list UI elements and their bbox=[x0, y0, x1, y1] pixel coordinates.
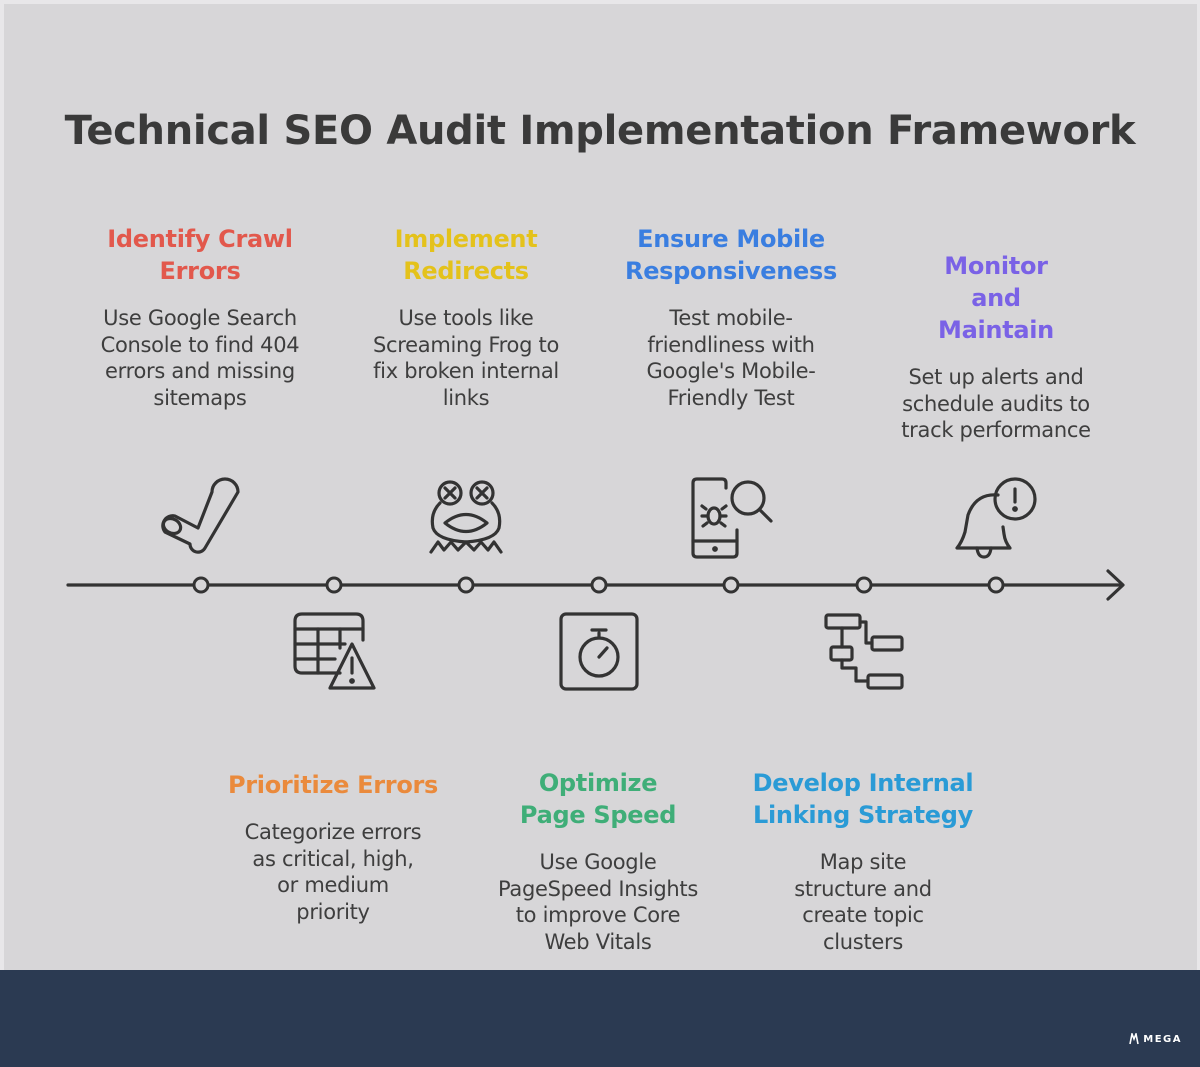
step-description: Use tools like Screaming Frog to fix bro… bbox=[372, 306, 559, 410]
brand-name: MEGA bbox=[1143, 1033, 1182, 1045]
crawl-probe-icon bbox=[161, 477, 240, 554]
footer-bar: MEGA bbox=[0, 970, 1200, 1067]
step-description: Set up alerts and schedule audits to tra… bbox=[901, 365, 1091, 442]
timeline-node bbox=[457, 576, 475, 594]
step-title: Identify Crawl Errors bbox=[107, 225, 293, 285]
mobile-bug-search-icon bbox=[691, 477, 773, 559]
frog-icon bbox=[429, 480, 503, 554]
step-ensure-mobile-responsiveness: Ensure Mobile Responsiveness Test mobile… bbox=[611, 223, 851, 411]
step-description: Use Google PageSpeed Insights to improve… bbox=[497, 850, 699, 954]
step-description: Categorize errors as critical, high, or … bbox=[244, 820, 422, 924]
stopwatch-icon bbox=[559, 612, 639, 691]
bell-alert-icon bbox=[955, 477, 1037, 559]
timeline-node bbox=[722, 576, 740, 594]
step-title: Develop Internal Linking Strategy bbox=[752, 769, 974, 829]
step-monitor-and-maintain: Monitor and Maintain Set up alerts and s… bbox=[876, 250, 1116, 444]
table-warning-icon bbox=[293, 612, 376, 690]
step-develop-internal-linking-strategy: Develop Internal Linking Strategy Map si… bbox=[743, 767, 983, 955]
step-description: Test mobile-friendliness with Google's M… bbox=[646, 306, 816, 410]
page-title: Technical SEO Audit Implementation Frame… bbox=[64, 108, 1136, 154]
step-optimize-page-speed: Optimize Page Speed Use Google PageSpeed… bbox=[478, 767, 718, 955]
timeline-node bbox=[590, 576, 608, 594]
step-title: Ensure Mobile Responsiveness bbox=[625, 225, 837, 285]
step-prioritize-errors: Prioritize Errors Categorize errors as c… bbox=[213, 769, 453, 925]
timeline-node bbox=[192, 576, 210, 594]
step-description: Use Google Search Console to find 404 er… bbox=[100, 306, 300, 410]
brand-mark-icon bbox=[1129, 1033, 1140, 1045]
step-title: Optimize Page Speed bbox=[519, 769, 677, 829]
brand-logo: MEGA bbox=[1129, 1033, 1182, 1045]
step-identify-crawl-errors: Identify Crawl Errors Use Google Search … bbox=[80, 223, 320, 411]
timeline-arrowhead bbox=[1106, 569, 1125, 601]
site-structure-icon bbox=[824, 613, 904, 690]
timeline-node bbox=[325, 576, 343, 594]
step-implement-redirects: Implement Redirects Use tools like Screa… bbox=[346, 223, 586, 411]
timeline-node bbox=[987, 576, 1005, 594]
step-description: Map site structure and create topic clus… bbox=[794, 850, 932, 954]
step-title: Implement Redirects bbox=[394, 225, 538, 285]
step-title: Monitor and Maintain bbox=[938, 252, 1054, 344]
step-title: Prioritize Errors bbox=[227, 771, 439, 799]
timeline-node bbox=[855, 576, 873, 594]
